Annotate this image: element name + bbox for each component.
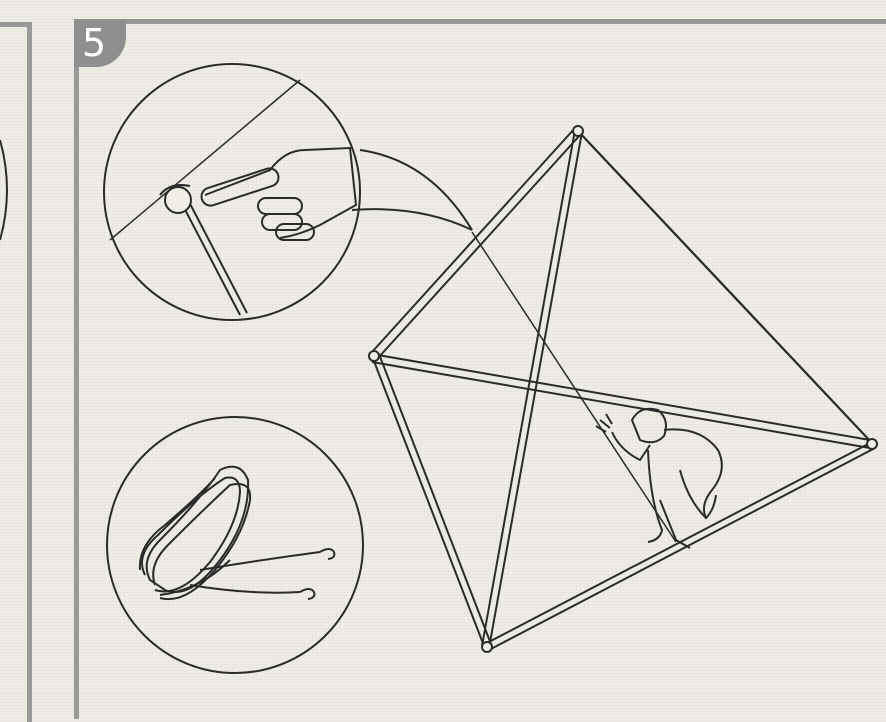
tetrahedron-frame [369, 126, 877, 652]
callout-tail [360, 150, 472, 230]
hand-illustration [199, 148, 356, 240]
bungee-cord-detail-circle [107, 417, 363, 673]
person-illustration [596, 409, 722, 548]
hook-detail-circle [104, 64, 360, 320]
assembly-illustration [0, 0, 886, 692]
previous-panel-circle-fragment [0, 140, 7, 240]
